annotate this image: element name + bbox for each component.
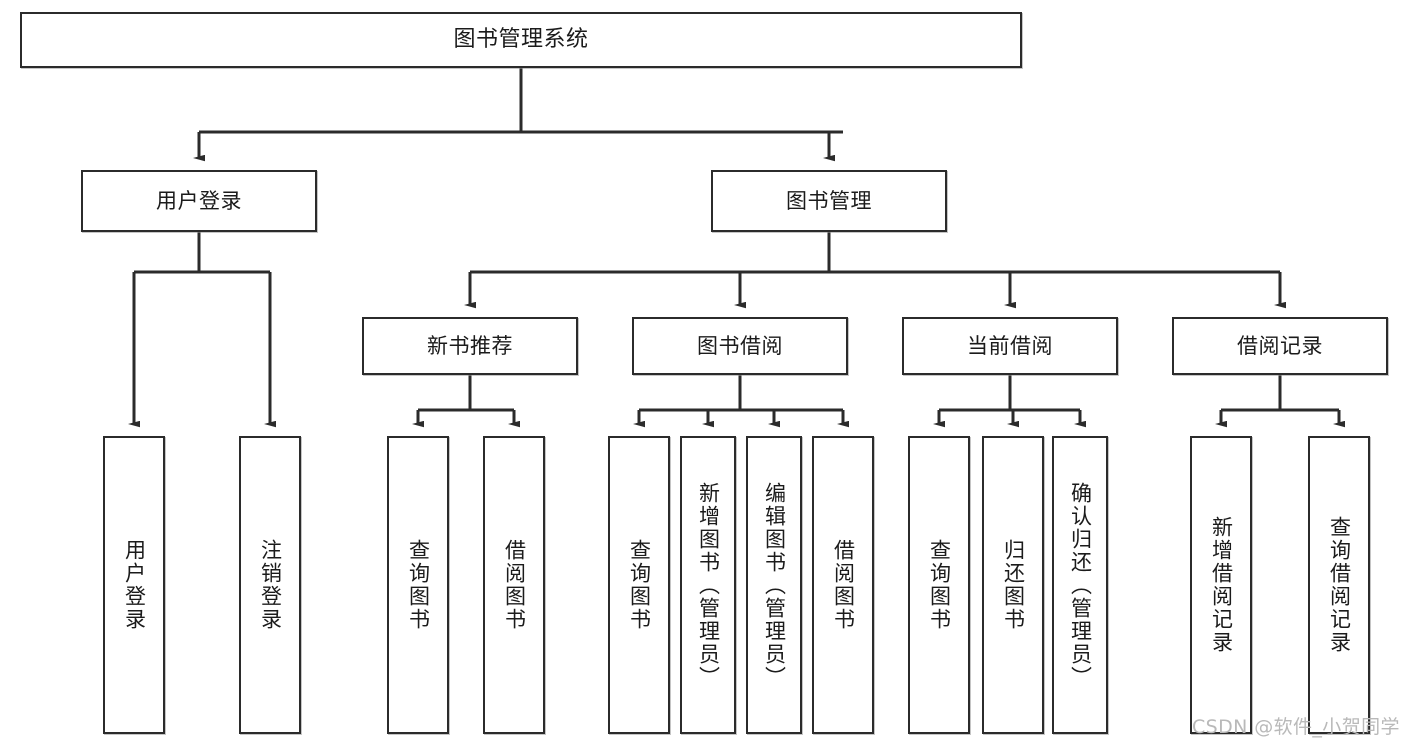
- node-leaf-logout[interactable]: 注销登录: [239, 436, 301, 734]
- node-leaf-user-login-label: 用户登录: [122, 539, 147, 631]
- node-book-manage-label: 图书管理: [786, 188, 872, 213]
- node-leaf-query-book-1[interactable]: 查询图书: [387, 436, 449, 734]
- node-leaf-edit-book-admin-label: 编辑图书（管理员）: [762, 481, 787, 689]
- node-leaf-query-borrow-record[interactable]: 查询借阅记录: [1308, 436, 1370, 734]
- node-leaf-add-borrow-record[interactable]: 新增借阅记录: [1190, 436, 1252, 734]
- node-leaf-logout-label: 注销登录: [258, 539, 283, 631]
- node-leaf-return-book[interactable]: 归还图书: [982, 436, 1044, 734]
- node-leaf-query-borrow-record-label: 查询借阅记录: [1327, 516, 1352, 654]
- node-new-book-recommend-label: 新书推荐: [427, 333, 513, 358]
- node-book-borrow[interactable]: 图书借阅: [632, 317, 848, 375]
- node-user-login-label: 用户登录: [156, 188, 242, 213]
- node-borrow-record[interactable]: 借阅记录: [1172, 317, 1388, 375]
- node-leaf-query-book-3-label: 查询图书: [927, 539, 952, 631]
- node-leaf-user-login[interactable]: 用户登录: [103, 436, 165, 734]
- node-leaf-borrow-book-2[interactable]: 借阅图书: [812, 436, 874, 734]
- node-leaf-borrow-book-2-label: 借阅图书: [831, 539, 856, 631]
- node-leaf-add-book-admin[interactable]: 新增图书（管理员）: [680, 436, 736, 734]
- node-root[interactable]: 图书管理系统: [20, 12, 1022, 68]
- node-leaf-query-book-3[interactable]: 查询图书: [908, 436, 970, 734]
- node-leaf-confirm-return-admin[interactable]: 确认归还（管理员）: [1052, 436, 1108, 734]
- node-leaf-borrow-book-1-label: 借阅图书: [502, 539, 527, 631]
- node-leaf-borrow-book-1[interactable]: 借阅图书: [483, 436, 545, 734]
- node-root-label: 图书管理系统: [453, 27, 589, 53]
- node-leaf-confirm-return-admin-label: 确认归还（管理员）: [1068, 481, 1093, 689]
- node-new-book-recommend[interactable]: 新书推荐: [362, 317, 578, 375]
- node-leaf-query-book-2[interactable]: 查询图书: [608, 436, 670, 734]
- node-leaf-return-book-label: 归还图书: [1001, 539, 1026, 631]
- node-leaf-add-book-admin-label: 新增图书（管理员）: [696, 481, 721, 689]
- node-current-borrow-label: 当前借阅: [967, 333, 1053, 358]
- node-book-manage[interactable]: 图书管理: [711, 170, 947, 232]
- node-leaf-edit-book-admin[interactable]: 编辑图书（管理员）: [746, 436, 802, 734]
- node-current-borrow[interactable]: 当前借阅: [902, 317, 1118, 375]
- node-book-borrow-label: 图书借阅: [697, 333, 783, 358]
- node-leaf-add-borrow-record-label: 新增借阅记录: [1209, 516, 1234, 654]
- node-leaf-query-book-2-label: 查询图书: [627, 539, 652, 631]
- node-borrow-record-label: 借阅记录: [1237, 333, 1323, 358]
- csdn-watermark: CSDN @软件_小贺同学: [1192, 716, 1400, 738]
- node-user-login[interactable]: 用户登录: [81, 170, 317, 232]
- node-leaf-query-book-1-label: 查询图书: [406, 539, 431, 631]
